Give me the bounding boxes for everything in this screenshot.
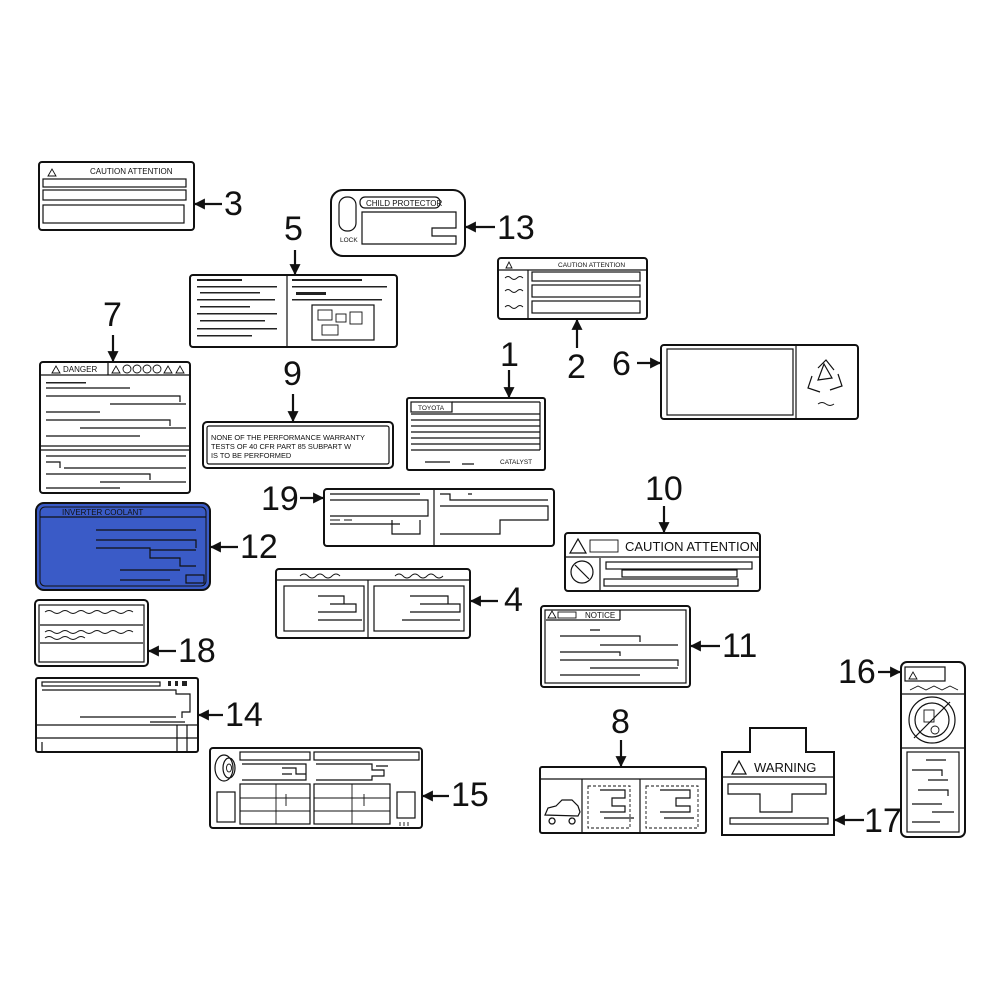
catalyst-text: CATALYST [500, 459, 532, 466]
danger-text: DANGER [63, 365, 97, 374]
callout-numbers: 1 2 3 4 5 6 7 8 9 10 11 12 13 14 15 16 1… [103, 185, 902, 840]
warning-triangle-icon [47, 168, 57, 177]
callout-2: 2 [567, 348, 586, 386]
label-5 [189, 274, 398, 348]
label-14 [35, 677, 199, 753]
inverter-coolant-text: INVERTER COOLANT [62, 508, 143, 517]
tire-icon [214, 754, 236, 782]
car-icon [544, 799, 581, 825]
keyhole-icon [338, 196, 357, 232]
caution-attention-text: CAUTION ATTENTION [625, 539, 759, 554]
label-18 [34, 599, 149, 667]
label-16 [900, 661, 966, 838]
label-3: CAUTION ATTENTION [38, 161, 195, 231]
callout-16: 16 [838, 653, 876, 691]
warning-triangle-icon [547, 610, 557, 619]
callout-5: 5 [284, 210, 303, 248]
label-1: TOYOTA CATALYST [406, 397, 546, 471]
notice-text: NOTICE [585, 611, 615, 620]
callout-10: 10 [645, 470, 683, 508]
label-19 [323, 488, 555, 547]
lock-text: LOCK [340, 237, 358, 244]
label-12: INVERTER COOLANT [35, 502, 211, 591]
label-17: WARNING [721, 727, 835, 836]
caution-attention-text: CAUTION ATTENTION [558, 262, 625, 269]
label-9: NONE OF THE PERFORMANCE WARRANTY TESTS O… [202, 421, 394, 469]
label-11: NOTICE [540, 605, 691, 688]
callout-15: 15 [451, 776, 489, 814]
warning-triangle-icon [51, 365, 61, 374]
label-4 [275, 568, 471, 639]
label-8 [539, 766, 707, 834]
label-2: CAUTION ATTENTION [497, 257, 648, 320]
warning-triangle-icon [908, 671, 918, 680]
warning-triangle-icon [730, 759, 748, 775]
callout-arrows [107, 198, 902, 826]
callout-1: 1 [500, 336, 519, 374]
callout-12: 12 [240, 528, 278, 566]
no-smoking-icon [908, 696, 956, 744]
label-10: CAUTION ATTENTION [564, 532, 761, 592]
callout-17: 17 [864, 802, 902, 840]
warning-triangle-icon [505, 260, 513, 269]
callout-19: 19 [261, 480, 299, 518]
label-15 [209, 747, 423, 829]
warning-text: WARNING [754, 760, 816, 775]
toyota-text: TOYOTA [418, 405, 445, 412]
recycle-icon [807, 359, 843, 406]
label-13: CHILD PROTECTOR LOCK [330, 189, 466, 257]
callout-13: 13 [497, 209, 535, 247]
warranty-line-2: TESTS OF 40 CFR PART 85 SUBPART W [211, 442, 351, 451]
callout-4: 4 [504, 581, 523, 619]
label-6 [660, 344, 859, 420]
warning-triangle-icon [568, 537, 588, 554]
child-protector-text: CHILD PROTECTOR [366, 199, 443, 208]
callout-3: 3 [224, 185, 243, 223]
label-7: DANGER [39, 361, 191, 494]
callout-11: 11 [722, 627, 757, 665]
callout-8: 8 [611, 703, 630, 741]
callout-9: 9 [283, 355, 302, 393]
warranty-line-3: IS TO BE PERFORMED [211, 451, 291, 460]
callout-6: 6 [612, 345, 631, 383]
callout-18: 18 [178, 632, 216, 670]
no-entry-icon [570, 560, 594, 584]
caution-attention-text: CAUTION ATTENTION [90, 167, 173, 176]
callout-14: 14 [225, 696, 263, 734]
callout-7: 7 [103, 296, 122, 334]
warranty-line-1: NONE OF THE PERFORMANCE WARRANTY [211, 433, 365, 442]
